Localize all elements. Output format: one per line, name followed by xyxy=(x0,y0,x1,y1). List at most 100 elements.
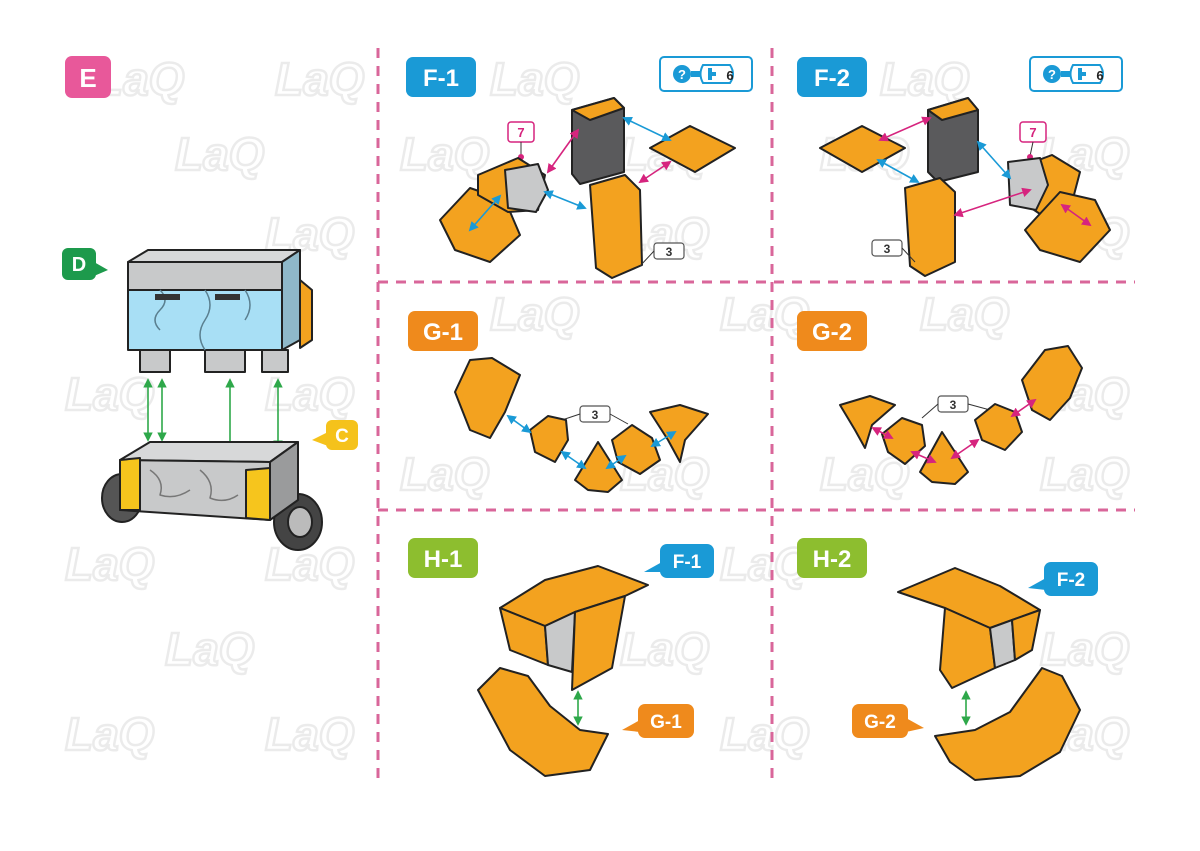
watermark: LaQ xyxy=(165,623,255,675)
piece-orange xyxy=(839,395,896,449)
part-tag-G2: 3 xyxy=(921,395,991,419)
callout-C-badge xyxy=(326,420,358,450)
watermark: LaQ xyxy=(175,128,265,180)
piece-orange xyxy=(927,97,979,121)
callout-H2-bottom-label: G-2 xyxy=(864,712,896,733)
watermark: LaQ xyxy=(490,288,580,340)
watermark: LaQ xyxy=(490,53,580,105)
piece-orange xyxy=(904,177,956,277)
pieces-H1-top xyxy=(499,565,649,691)
step-G2-badge xyxy=(797,311,867,351)
part-tag-F1-bottom: 3 xyxy=(639,242,685,267)
watermark: LaQ xyxy=(920,288,1010,340)
piece-orange xyxy=(589,174,643,279)
watermark: LaQ xyxy=(265,708,355,760)
piece-orange xyxy=(974,403,1023,451)
watermark: LaQ xyxy=(1040,623,1130,675)
pieces-H2-top xyxy=(897,567,1041,689)
callout-D-label: D xyxy=(72,254,86,276)
step-H1-label: H-1 xyxy=(424,546,463,573)
piece-orange xyxy=(454,357,521,439)
step-G2: G-2 3 xyxy=(797,311,1083,485)
part-count-G2: 3 xyxy=(950,398,957,412)
piece-orange xyxy=(571,595,626,691)
hint-F2: 6 xyxy=(1029,56,1123,92)
pieces-H1-bottom xyxy=(477,667,609,777)
callout-C-label: C xyxy=(335,426,349,447)
pieces-H2-bottom xyxy=(934,667,1081,781)
watermark: LaQ xyxy=(720,288,810,340)
part-count-F2-top: 7 xyxy=(1029,125,1036,140)
part-count-G1: 3 xyxy=(592,408,599,422)
watermark: LaQ xyxy=(1040,448,1130,500)
step-F1: F-1 6 7 xyxy=(406,56,753,279)
step-F2-badge xyxy=(797,57,867,97)
hint-F1: 6 xyxy=(659,56,753,92)
step-G2-label: G-2 xyxy=(812,319,852,346)
arrows-G2 xyxy=(871,398,1037,464)
callout-H1-top-label: F-1 xyxy=(673,552,702,573)
part-count-F1-top: 7 xyxy=(517,125,524,140)
step-H1-badge xyxy=(408,538,478,578)
piece-orange xyxy=(919,431,969,485)
callout-H2-top-label: F-2 xyxy=(1057,570,1086,591)
piece-gray xyxy=(504,163,549,213)
piece-orange xyxy=(477,667,609,777)
block-D xyxy=(127,249,313,373)
part-count-F2-bottom: 3 xyxy=(884,242,891,256)
block-C xyxy=(101,441,323,551)
callout-H1-top-badge xyxy=(660,544,714,578)
callout-D-pointer xyxy=(94,262,108,276)
piece-orange xyxy=(571,97,625,121)
watermark: LaQ xyxy=(720,708,810,760)
watermark: LaQ xyxy=(400,128,490,180)
callout-H2-bottom-badge xyxy=(852,704,908,738)
step-F1-label: F-1 xyxy=(423,65,459,92)
step-F2-label: F-2 xyxy=(814,65,850,92)
step-H2-badge xyxy=(797,538,867,578)
piece-gray xyxy=(989,619,1016,669)
step-G1: G-1 3 xyxy=(408,311,709,493)
panel-dividers xyxy=(376,48,1135,780)
part-tag-F2-top: 7 xyxy=(1019,121,1047,160)
piece-orange xyxy=(529,415,569,463)
step-G1-badge xyxy=(408,311,478,351)
arrows-F1 xyxy=(468,116,672,232)
step-G1-label: G-1 xyxy=(423,319,463,346)
arrows-G1 xyxy=(506,414,677,470)
hint-F1-count: 6 xyxy=(726,68,733,83)
piece-orange xyxy=(939,607,996,689)
watermark: LaQ xyxy=(620,623,710,675)
hint-F2-count: 6 xyxy=(1096,68,1103,83)
callout-C-pointer xyxy=(312,432,328,446)
part-count-F1-bottom: 3 xyxy=(666,245,673,259)
step-F2: F-2 6 7 xyxy=(797,56,1123,277)
step-H2-label: H-2 xyxy=(813,546,852,573)
watermark: LaQ xyxy=(720,538,810,590)
callout-H1-bottom-badge xyxy=(638,704,694,738)
part-tag-F2-bottom: 3 xyxy=(871,239,916,263)
watermark: LaQ xyxy=(65,538,155,590)
piece-orange xyxy=(574,441,623,493)
step-H1: H-1 F-1 G-1 xyxy=(408,538,714,777)
callout-H1-bottom-pointer xyxy=(622,720,640,732)
hint-icon xyxy=(672,64,734,84)
watermark: LaQ xyxy=(400,448,490,500)
watermark: LaQ xyxy=(275,53,365,105)
step-H2: H-2 F-2 G-2 xyxy=(797,538,1098,781)
callout-H2-top-pointer xyxy=(1028,578,1046,590)
callout-H2-top-badge xyxy=(1044,562,1098,596)
arrows-F2 xyxy=(876,116,1092,227)
callout-H2-bottom-pointer xyxy=(906,718,924,732)
step-E: E D C xyxy=(62,56,358,551)
watermark: LaQ xyxy=(65,368,155,420)
piece-orange xyxy=(1011,609,1041,661)
part-tag-F1-top: 7 xyxy=(507,121,535,160)
step-E-label: E xyxy=(79,63,96,93)
pieces-F2 xyxy=(819,97,1111,277)
piece-orange xyxy=(934,667,1081,781)
watermark: LaQ xyxy=(880,53,970,105)
callout-H1-bottom-label: G-1 xyxy=(650,712,682,733)
